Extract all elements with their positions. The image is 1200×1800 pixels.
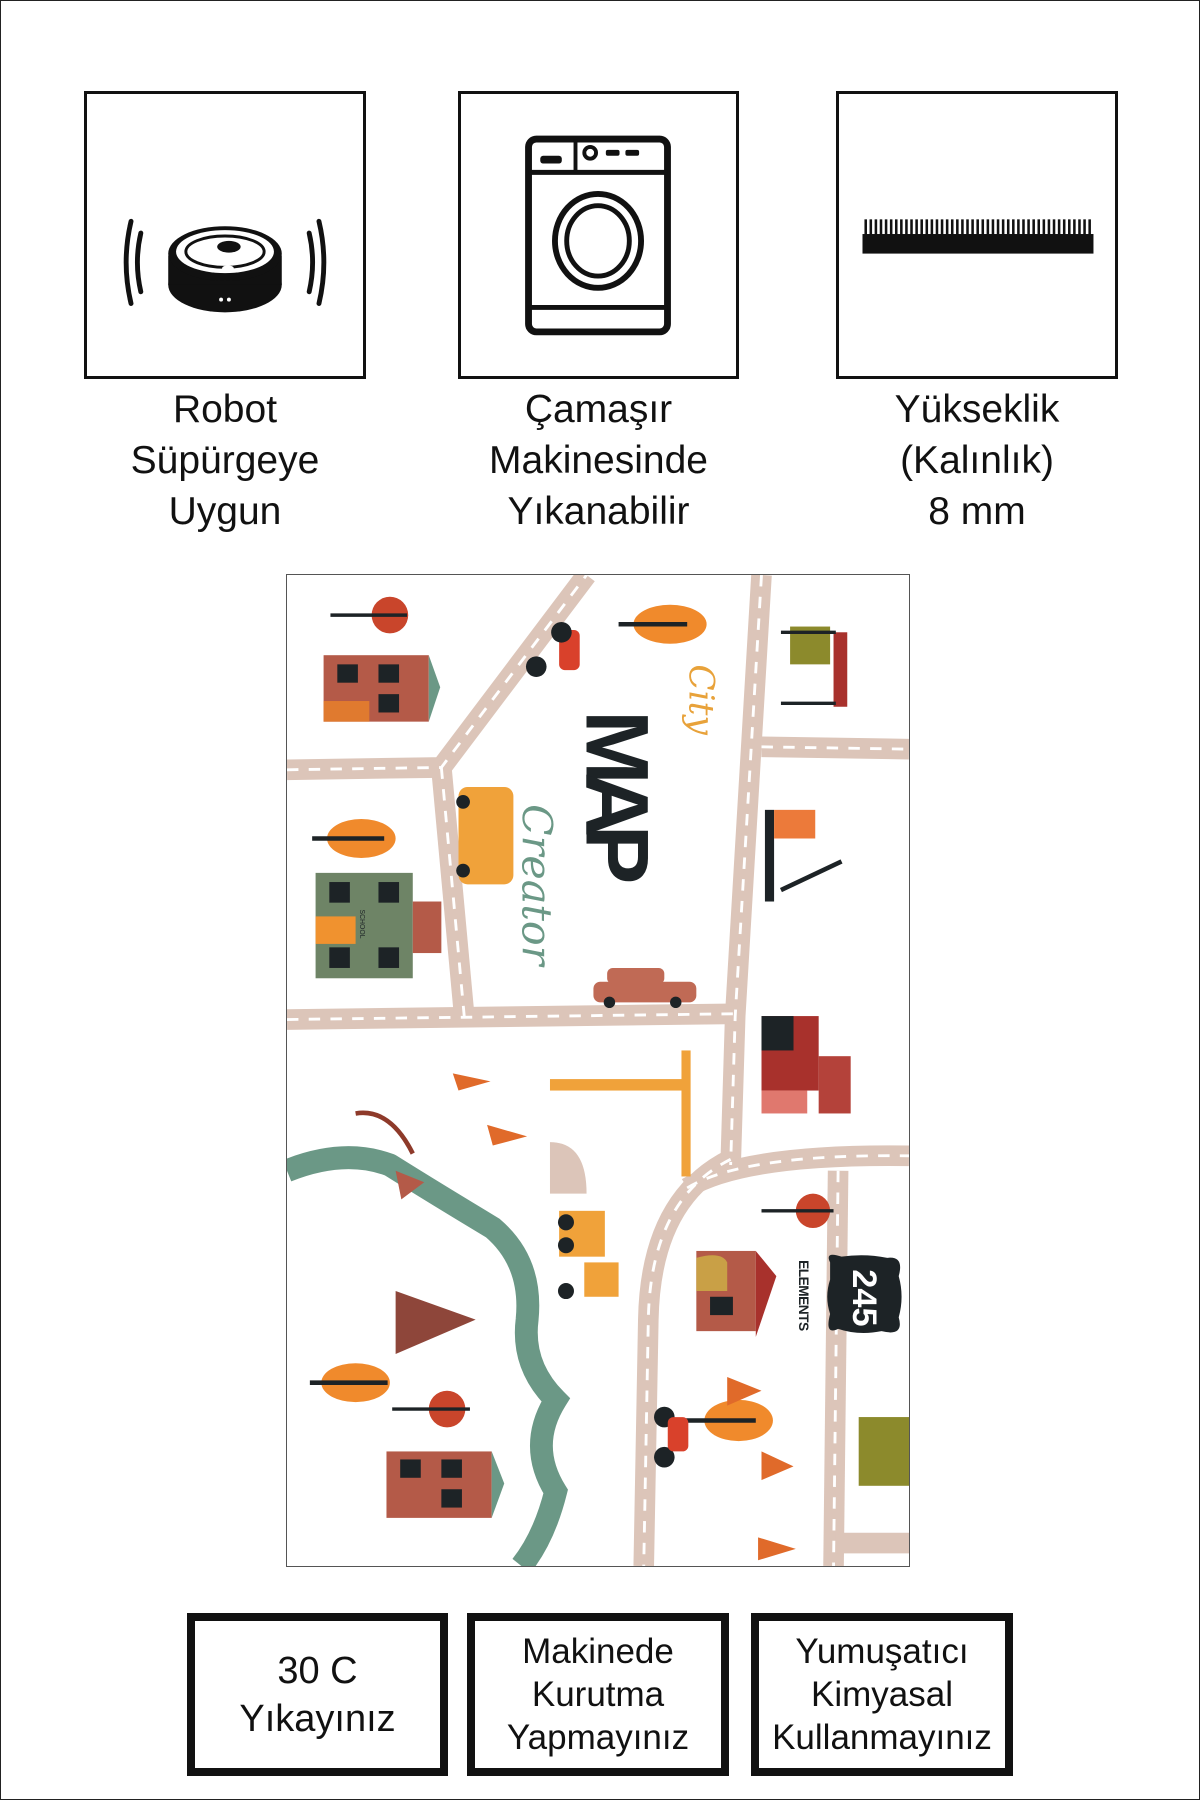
bristle — [940, 219, 944, 235]
construction — [355, 1050, 796, 1561]
label-line: Uygun — [168, 490, 282, 533]
care-line: Yıkayınız — [239, 1697, 396, 1740]
care-line: Kullanmayınız — [772, 1718, 992, 1757]
rug-script-city: City — [680, 664, 720, 735]
label-line: Süpürgeye — [130, 439, 320, 482]
bristle — [1088, 219, 1091, 235]
bristle — [925, 219, 929, 235]
robot-vacuum-box — [84, 91, 366, 379]
bristle — [905, 219, 908, 235]
bristle — [1052, 219, 1056, 235]
bristle — [920, 219, 923, 235]
bristle — [1022, 219, 1025, 235]
care-line: Kurutma — [531, 1675, 665, 1714]
bristle — [1001, 219, 1005, 235]
vehicles — [456, 621, 843, 1468]
bristle — [869, 219, 873, 235]
bristle — [976, 219, 979, 235]
label-line: Yükseklik — [894, 388, 1060, 431]
washing-machine-box — [458, 91, 739, 379]
bristle — [889, 219, 893, 235]
label-line: (Kalınlık) — [900, 439, 1054, 482]
city-map-illustration: SCHOOL MAP City Creator — [287, 575, 909, 1566]
rug-script-creator: Creator — [513, 804, 561, 968]
label-line: 8 mm — [928, 490, 1026, 533]
bristle — [971, 219, 974, 235]
care-line: 30 C — [277, 1649, 358, 1692]
washing-machine-icon — [525, 135, 671, 336]
label-line: Makinesinde — [489, 439, 708, 482]
badge-text: ELEMENTS — [796, 1260, 811, 1331]
river — [287, 1146, 571, 1566]
bristle — [1068, 219, 1071, 235]
label-line: Çamaşır — [524, 388, 673, 431]
care-line: Yapmayınız — [506, 1718, 690, 1757]
bristle — [1073, 219, 1076, 235]
bristle — [981, 219, 985, 235]
washing-machine-label: Çamaşır Makinesinde Yıkanabilir — [458, 384, 739, 537]
care-box-no-tumble-dry: Makinede Kurutma Yapmayınız — [467, 1613, 729, 1776]
care-line: Makinede — [522, 1632, 674, 1671]
bristle — [1017, 219, 1020, 235]
robot-vacuum-icon — [123, 218, 327, 313]
badge-blob — [827, 1254, 902, 1333]
rug-product-image: SCHOOL MAP City Creator — [286, 574, 910, 1567]
bristle — [945, 219, 949, 235]
bristle — [1083, 219, 1086, 235]
bristle — [864, 219, 867, 235]
care-line: Yumuşatıcı — [795, 1632, 969, 1671]
bristle — [1062, 219, 1066, 235]
trees — [309, 596, 834, 1442]
bristle — [1006, 219, 1010, 235]
bristle — [966, 219, 969, 235]
bristle — [1047, 219, 1051, 235]
bristle — [894, 219, 898, 235]
bristle — [879, 219, 883, 235]
bristle — [915, 219, 918, 235]
bristle — [996, 219, 1000, 235]
bristle — [930, 219, 934, 235]
care-box-no-softener: Yumuşatıcı Kimyasal Kullanmayınız — [751, 1613, 1013, 1776]
bristle — [935, 219, 939, 235]
robot-vacuum-label: Robot Süpürgeye Uygun — [84, 384, 366, 537]
bristle — [961, 219, 964, 235]
bristle — [1057, 219, 1061, 235]
bristle — [956, 219, 959, 235]
pile-height-box — [836, 91, 1118, 379]
pile-height-icon — [862, 219, 1094, 254]
school-sign: SCHOOL — [358, 910, 365, 939]
bristle — [900, 219, 903, 235]
bristle — [991, 219, 995, 235]
badge-number: 245 — [845, 1269, 883, 1326]
bristle — [1012, 219, 1015, 235]
care-line: Kimyasal — [811, 1675, 953, 1714]
bristle — [1032, 219, 1035, 235]
bristle — [1078, 219, 1081, 235]
bristle — [950, 219, 954, 235]
bristle — [910, 219, 913, 235]
label-line: Robot — [172, 388, 278, 431]
bristle — [884, 219, 888, 235]
bristle — [1042, 219, 1046, 235]
pile-height-label: Yükseklik (Kalınlık) 8 mm — [836, 384, 1118, 537]
bristle — [874, 219, 878, 235]
rug-title: MAP — [568, 710, 668, 884]
houses: SCHOOL — [315, 626, 909, 1518]
care-box-wash-30: 30 C Yıkayınız — [187, 1613, 448, 1776]
bristle — [1037, 219, 1041, 235]
bristle — [1027, 219, 1030, 235]
bristle — [986, 219, 990, 235]
label-line: Yıkanabilir — [507, 490, 690, 533]
